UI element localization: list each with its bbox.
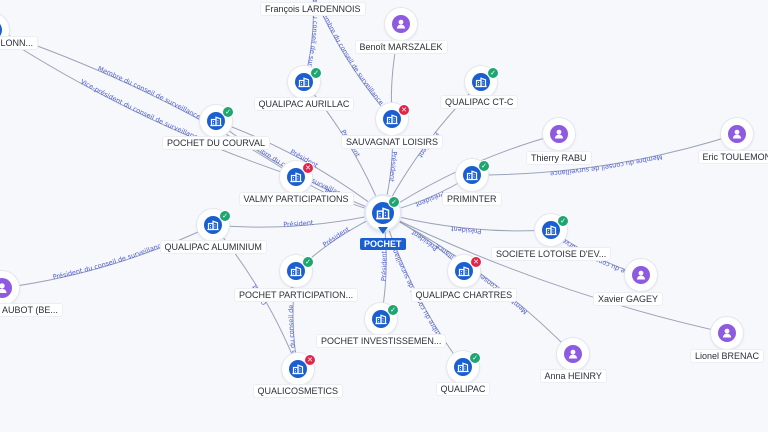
building-icon — [0, 20, 2, 40]
relation-edge[interactable] — [1, 224, 214, 289]
building-icon — [372, 202, 394, 224]
active-check-icon: ✓ — [223, 107, 233, 117]
building-icon — [463, 166, 481, 184]
building-icon — [207, 112, 225, 130]
building-icon — [383, 110, 401, 128]
building-icon — [472, 73, 490, 91]
node-label[interactable]: QUALIPAC CHARTRES — [411, 289, 517, 301]
person-icon — [0, 278, 12, 298]
inactive-cross-icon: ✕ — [305, 355, 315, 365]
node-label[interactable]: QUALICOSMETICS — [253, 385, 343, 397]
relation-label: Président — [380, 250, 389, 281]
node-label[interactable]: AUBOT (BE... — [0, 304, 62, 316]
building-icon — [542, 221, 560, 239]
relation-label: Président — [387, 151, 398, 183]
relation-edge[interactable] — [382, 212, 728, 334]
person-icon — [550, 125, 568, 143]
relation-edge[interactable] — [382, 212, 552, 232]
active-check-icon: ✓ — [479, 161, 489, 171]
inactive-cross-icon: ✕ — [471, 257, 481, 267]
active-check-icon: ✓ — [488, 68, 498, 78]
relation-label: Président — [321, 225, 351, 249]
node-label[interactable]: QUALIPAC ALUMINIUM — [160, 241, 266, 253]
active-check-icon: ✓ — [389, 197, 399, 207]
relation-edge[interactable] — [0, 30, 297, 178]
node-label[interactable]: QUALIPAC CT-C — [441, 96, 518, 108]
node-label[interactable]: QUALIPAC — [436, 383, 490, 395]
relation-label: Président — [283, 219, 314, 229]
inactive-cross-icon: ✕ — [399, 105, 409, 115]
active-check-icon: ✓ — [303, 257, 313, 267]
relation-label: Président — [450, 224, 482, 235]
node-label[interactable]: POCHET DU COURVAL — [163, 137, 270, 149]
building-icon — [287, 262, 305, 280]
active-check-icon: ✓ — [311, 68, 321, 78]
node-label[interactable]: Lionel BRENAC — [691, 350, 764, 362]
node-label[interactable]: Eric TOULEMON — [698, 151, 768, 163]
relation-label: Membre du conseil de surveillance — [318, 8, 385, 107]
relation-label: Président du conseil de surveillance — [52, 240, 166, 281]
building-icon — [287, 168, 305, 186]
node-label[interactable]: SAUVAGNAT LOISIRS — [342, 136, 443, 148]
center-node-label[interactable]: POCHET — [360, 238, 406, 250]
person-icon — [632, 266, 650, 284]
building-icon — [295, 73, 313, 91]
building-icon — [454, 358, 472, 376]
node-label[interactable]: Thierry RABU — [527, 152, 591, 164]
map-pin-tail — [378, 227, 388, 234]
building-icon — [455, 262, 473, 280]
node-label[interactable]: POCHET INVESTISSEMEN... — [317, 335, 446, 347]
node-label[interactable]: PRIMINTER — [443, 193, 501, 205]
relation-edge[interactable] — [215, 120, 384, 214]
relation-label: Président — [414, 189, 446, 208]
active-check-icon: ✓ — [558, 216, 568, 226]
active-check-icon: ✓ — [388, 305, 398, 315]
node-label[interactable]: QUALIPAC AURILLAC — [254, 98, 354, 110]
relation-edge[interactable] — [382, 212, 574, 355]
person-icon — [728, 125, 746, 143]
node-halo — [0, 13, 9, 47]
person-icon — [718, 324, 736, 342]
building-icon — [372, 310, 390, 328]
person-icon — [392, 15, 410, 33]
node-label[interactable]: Anna HEINRY — [540, 370, 606, 382]
relation-edge[interactable] — [212, 212, 384, 228]
person-icon — [564, 345, 582, 363]
inactive-cross-icon: ✕ — [303, 163, 313, 173]
node-label[interactable]: François LARDENNOIS — [261, 3, 365, 15]
building-icon — [204, 216, 222, 234]
relation-edge[interactable] — [0, 30, 297, 178]
node-label[interactable]: SOCIETE LOTOISE D'EV... — [492, 248, 611, 260]
relation-label: Membre du conseil de surveillance — [0, 0, 300, 372]
active-check-icon: ✓ — [220, 211, 230, 221]
node-label[interactable]: Benoît MARSZALEK — [355, 41, 447, 53]
node-label[interactable]: VALMY PARTICIPATIONS — [239, 193, 353, 205]
node-label[interactable]: POCHET PARTICIPATION... — [235, 289, 358, 301]
building-icon — [289, 360, 307, 378]
node-label[interactable]: Xavier GAGEY — [594, 293, 663, 305]
relation-edge[interactable] — [471, 133, 738, 176]
active-check-icon: ✓ — [470, 353, 480, 363]
node-label[interactable]: COLONN... — [0, 37, 38, 49]
